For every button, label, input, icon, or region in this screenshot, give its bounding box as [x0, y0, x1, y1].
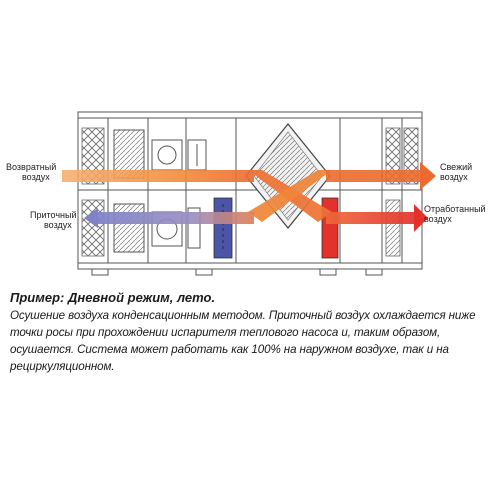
condenser-coil — [321, 197, 339, 259]
supply-air-label: Приточный воздух — [30, 210, 79, 230]
caption: Пример: Дневной режим, лето. Осушение во… — [10, 290, 492, 375]
supply-air-filter — [81, 199, 105, 257]
air-handling-unit-diagram: Возвратный воздух Приточный воздух Свежи… — [6, 111, 488, 276]
exhaust-air-flow — [326, 204, 428, 232]
caption-title: Пример: Дневной режим, лето. — [10, 290, 216, 305]
evaporator-coil — [213, 197, 233, 259]
caption-body: Осушение воздуха конденсационным методом… — [10, 309, 476, 373]
fresh-air-flow — [326, 162, 436, 190]
supply-fan — [113, 203, 201, 253]
supply-air-flow — [84, 208, 254, 228]
fresh-air-label: Свежий воздух — [440, 162, 475, 182]
exhaust-damper — [385, 199, 401, 257]
unit-housing — [77, 111, 423, 276]
return-air-label: Возвратный воздух — [6, 162, 59, 182]
crossing-flows — [248, 170, 332, 222]
exhaust-air-label: Отработанный воздух — [424, 204, 488, 224]
return-air-flow — [62, 170, 254, 182]
